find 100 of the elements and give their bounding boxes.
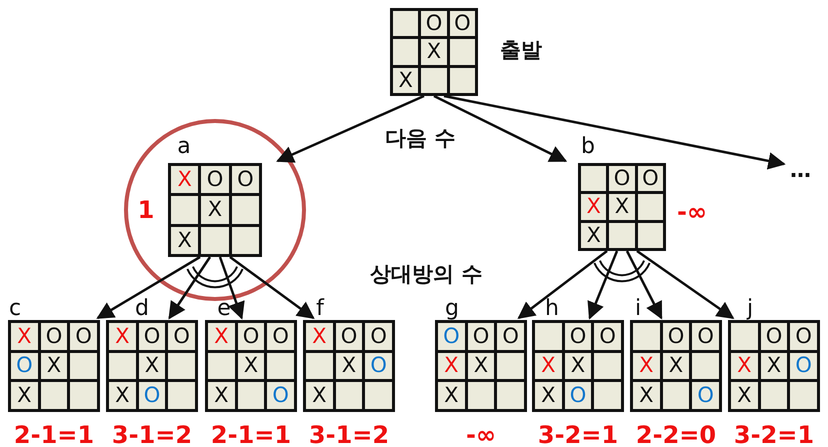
arrow bbox=[517, 250, 608, 320]
board-cell bbox=[11, 382, 38, 409]
cell-mark: O bbox=[502, 326, 519, 347]
board-cell bbox=[581, 194, 606, 220]
cell-mark: X bbox=[208, 199, 222, 220]
cell-mark: O bbox=[454, 13, 471, 34]
score-label: 1 bbox=[138, 198, 154, 222]
cell-mark: X bbox=[177, 230, 192, 251]
arrow bbox=[276, 94, 424, 163]
arrow bbox=[168, 256, 212, 320]
arrow bbox=[229, 256, 315, 320]
board-cell bbox=[201, 196, 229, 224]
game-board bbox=[578, 163, 666, 251]
board-cell bbox=[692, 352, 719, 380]
score-label: 2-1=1 bbox=[14, 423, 94, 447]
board-cell bbox=[393, 39, 418, 65]
board-cell bbox=[365, 382, 392, 409]
cell-mark: X bbox=[570, 355, 586, 376]
board-cell bbox=[138, 352, 166, 380]
board-cell bbox=[201, 166, 229, 194]
board-cell bbox=[594, 382, 621, 409]
cell-mark: X bbox=[586, 224, 601, 246]
board-cell bbox=[208, 323, 235, 350]
board-cell bbox=[171, 166, 198, 194]
board-cell bbox=[633, 323, 660, 350]
cell-mark: O bbox=[272, 326, 289, 347]
board-cell bbox=[760, 323, 788, 350]
cell-mark: X bbox=[177, 169, 192, 190]
board-cell bbox=[564, 382, 592, 409]
board-cell bbox=[633, 382, 660, 409]
arrow bbox=[218, 256, 245, 320]
board-cell bbox=[692, 323, 719, 350]
cell-mark: O bbox=[795, 355, 812, 376]
game-board bbox=[106, 320, 198, 412]
board-cell bbox=[535, 382, 562, 409]
score-label: -∞ bbox=[466, 423, 496, 447]
board-cell bbox=[609, 166, 635, 192]
board-cell bbox=[306, 323, 333, 350]
cell-mark: X bbox=[541, 385, 556, 406]
cell-mark: O bbox=[370, 326, 387, 347]
cell-mark: X bbox=[668, 355, 684, 376]
board-cell bbox=[336, 352, 362, 380]
node-letter: h bbox=[545, 298, 559, 320]
cell-mark: O bbox=[426, 13, 442, 34]
cell-mark: X bbox=[144, 355, 160, 376]
board-cell bbox=[238, 382, 264, 409]
board-cell bbox=[609, 194, 635, 220]
node-letter: f bbox=[316, 298, 324, 320]
board-cell bbox=[609, 222, 635, 248]
board-cell bbox=[208, 352, 235, 380]
cell-mark: O bbox=[697, 326, 714, 347]
board-cell bbox=[421, 11, 447, 36]
board-cell bbox=[40, 352, 68, 380]
board-cell bbox=[336, 382, 362, 409]
cell-mark: O bbox=[173, 326, 190, 347]
score-label: 3-2=1 bbox=[734, 423, 814, 447]
board-cell bbox=[11, 352, 38, 380]
cell-mark: O bbox=[237, 169, 254, 190]
board-cell bbox=[232, 196, 259, 224]
cell-mark: X bbox=[766, 355, 782, 376]
board-cell bbox=[497, 323, 524, 350]
game-board bbox=[168, 163, 262, 257]
ellipsis-text: … bbox=[790, 160, 811, 181]
cell-mark: O bbox=[370, 355, 387, 376]
board-cell bbox=[70, 382, 97, 409]
board-cell bbox=[633, 352, 660, 380]
board-cell bbox=[564, 323, 592, 350]
board-cell bbox=[393, 68, 418, 93]
game-board bbox=[728, 320, 820, 412]
board-cell bbox=[171, 226, 198, 254]
cell-mark: X bbox=[614, 196, 630, 218]
cell-mark: X bbox=[244, 355, 258, 376]
board-cell bbox=[168, 352, 195, 380]
board-cell bbox=[421, 68, 447, 93]
cell-mark: X bbox=[115, 385, 130, 406]
cell-mark: O bbox=[614, 168, 630, 190]
board-cell bbox=[760, 382, 788, 409]
board-cell bbox=[306, 382, 333, 409]
board-cell bbox=[564, 352, 592, 380]
board-cell bbox=[421, 39, 447, 65]
cell-mark: O bbox=[570, 385, 586, 406]
board-cell bbox=[581, 166, 606, 192]
board-cell bbox=[168, 382, 195, 409]
board-cell bbox=[393, 11, 418, 36]
node-letter: c bbox=[8, 298, 22, 320]
cell-mark: O bbox=[443, 326, 460, 347]
board-cell bbox=[468, 352, 494, 380]
board-cell bbox=[267, 382, 294, 409]
board-cell bbox=[662, 352, 690, 380]
board-cell bbox=[238, 323, 264, 350]
board-cell bbox=[438, 352, 465, 380]
board-cell bbox=[70, 323, 97, 350]
board-cell bbox=[171, 196, 198, 224]
board-cell bbox=[336, 323, 362, 350]
cell-mark: O bbox=[144, 385, 160, 406]
score-label: 2-1=1 bbox=[210, 423, 292, 447]
board-cell bbox=[790, 352, 817, 380]
board-cell bbox=[790, 382, 817, 409]
arrow bbox=[626, 250, 662, 320]
arrow bbox=[588, 250, 618, 320]
